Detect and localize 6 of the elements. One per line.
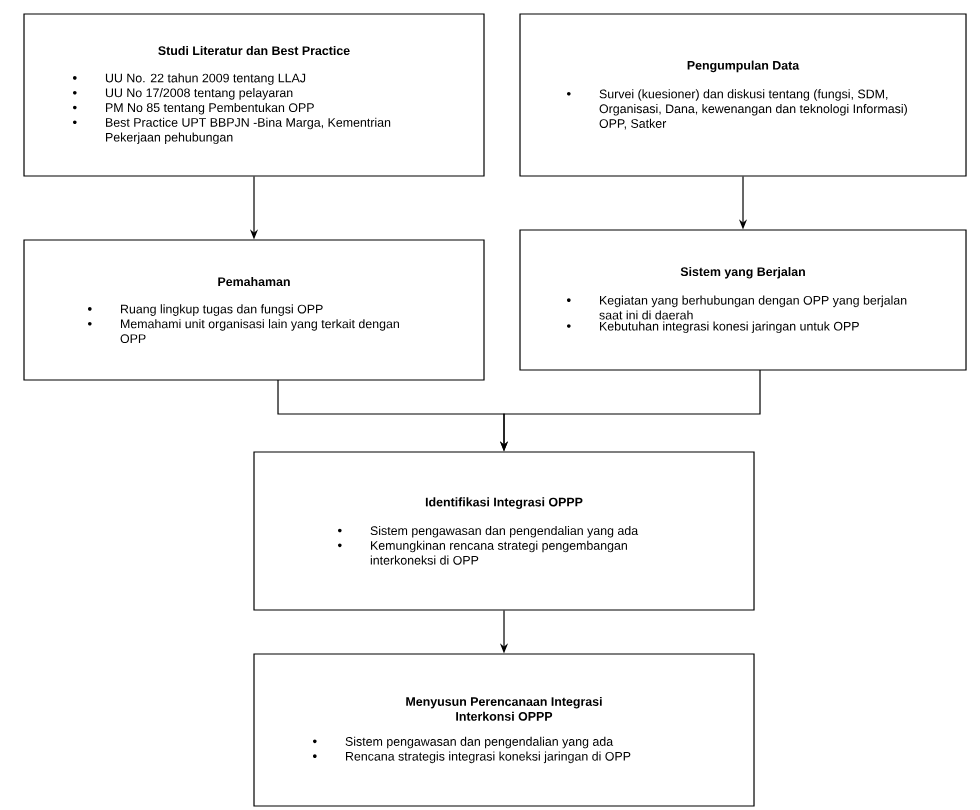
- process-box: [23, 13, 485, 177]
- process-box: [253, 451, 755, 611]
- process-box: [519, 13, 967, 177]
- process-box: [23, 239, 485, 381]
- process-box: [253, 653, 755, 807]
- process-box: [519, 229, 967, 371]
